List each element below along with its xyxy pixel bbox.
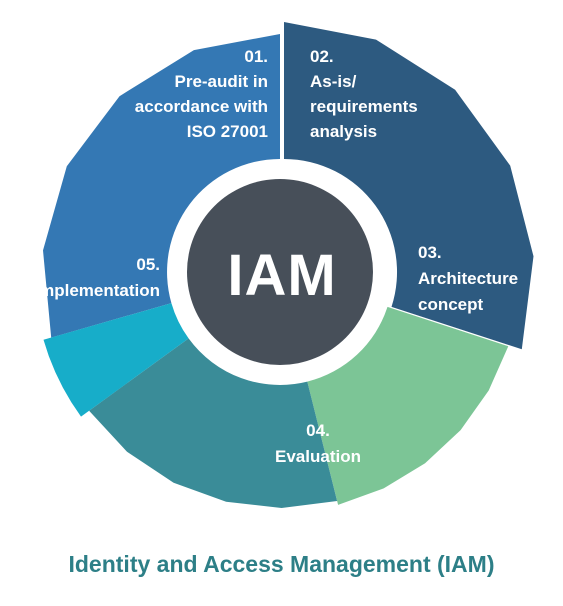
segment-5-label: 05. Implementation (34, 255, 160, 300)
segment-1 (43, 34, 280, 338)
segment-3-line: concept (418, 295, 484, 314)
segment-1-line: ISO 27001 (187, 122, 268, 141)
segment-2-label: 02. As-is/requirements analysis (310, 47, 418, 141)
segment-1-line: accordance with (135, 97, 268, 116)
segment-2-line: analysis (310, 122, 377, 141)
segment-3 (307, 306, 509, 505)
segment-5 (43, 303, 189, 417)
segment-4 (89, 338, 338, 508)
segment-5-number: 05. (136, 255, 160, 274)
segment-2-line: As-is/ (310, 72, 357, 91)
segment-3-label: 03. Architecture concept (418, 243, 518, 314)
center-label: IAM (227, 243, 336, 308)
segment-2-number: 02. (310, 47, 334, 66)
segments-layer (43, 22, 534, 508)
segment-3-line: Architecture (418, 269, 518, 288)
segment-5-line: Implementation (34, 281, 160, 300)
segment-1-number: 01. (244, 47, 268, 66)
segment-1-line: Pre-audit in (174, 72, 268, 91)
segment-3-number: 03. (418, 243, 442, 262)
segment-2-line: requirements (310, 97, 418, 116)
segment-4-number: 04. (306, 421, 330, 440)
segment-2 (284, 22, 534, 350)
segment-4-line: Evaluation (275, 447, 361, 466)
segment-4-label: 04. Evaluation (275, 421, 361, 466)
center-circle (187, 179, 373, 365)
diagram-caption: Identity and Access Management (IAM) (68, 551, 495, 577)
